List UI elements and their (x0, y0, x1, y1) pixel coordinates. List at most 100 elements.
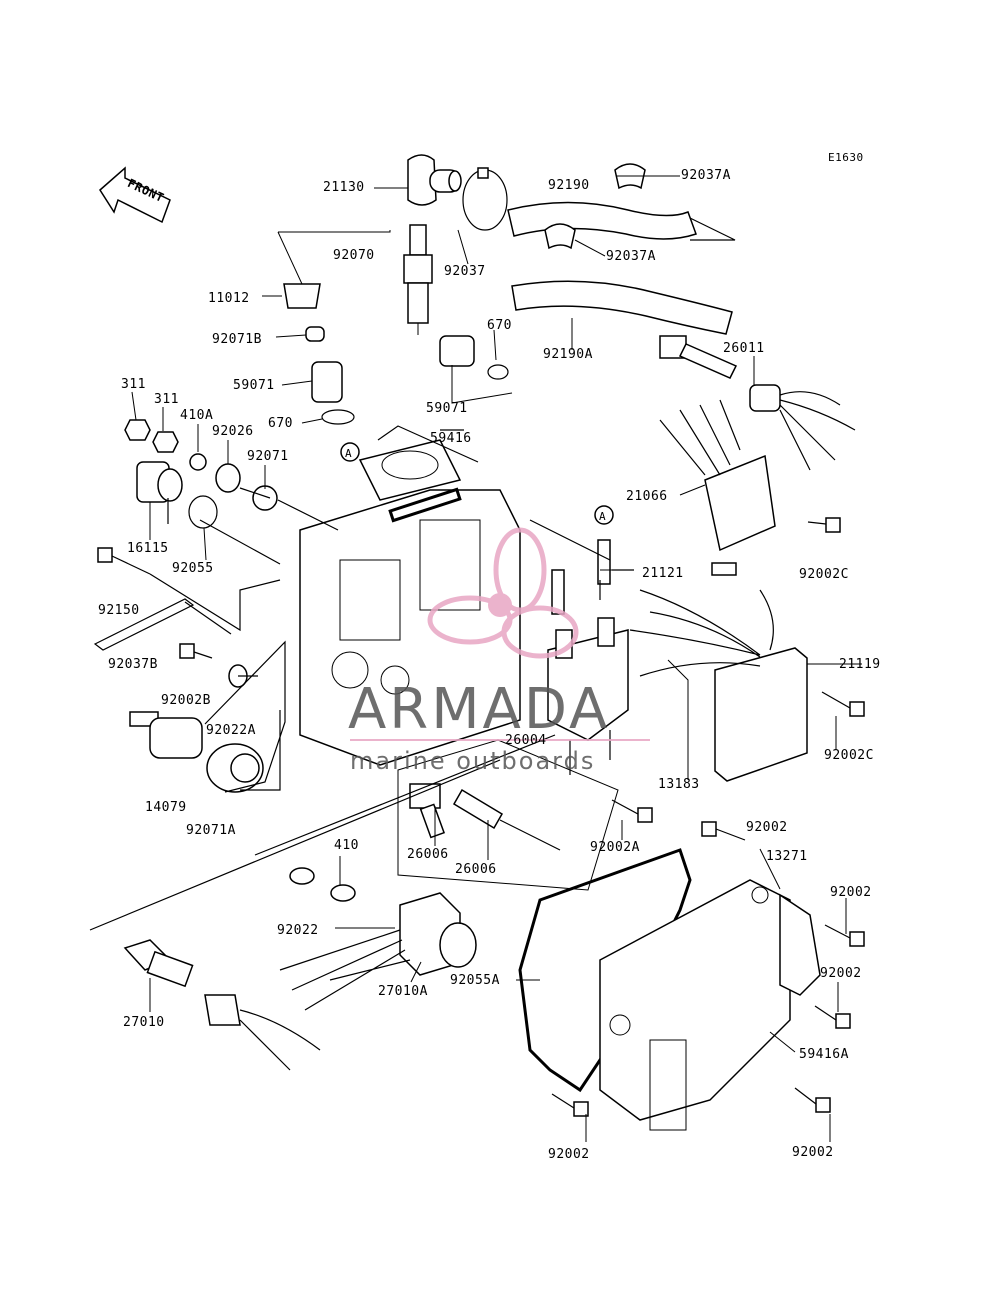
bolt-92150 (97, 547, 151, 575)
label-21130: 21130 (323, 180, 365, 195)
callout-a-left: A (340, 442, 360, 462)
tie-92037B (93, 598, 195, 651)
label-59416A: 59416A (799, 1047, 849, 1062)
label-26006-a: 26006 (407, 847, 449, 862)
label-311-a: 311 (121, 377, 146, 392)
bolt-92002C-top (807, 517, 841, 533)
front-arrow-icon: FRONT (99, 166, 171, 224)
sensor-box-26004 (397, 739, 619, 891)
label-92055A: 92055A (450, 973, 500, 988)
bolt-92002-d (551, 1093, 589, 1117)
svg-text:A: A (345, 447, 352, 460)
regulator-21066 (659, 399, 776, 552)
hose-92190A (511, 280, 733, 335)
part-labels: 21130 92190 92037A 92070 92037 92037A 11… (98, 168, 880, 1162)
o-ring-670-mid (321, 409, 355, 425)
bolt-92002-a (701, 821, 746, 841)
label-13271: 13271 (766, 849, 808, 864)
label-92022: 92022 (277, 923, 319, 938)
label-59416: 59416 (430, 431, 472, 446)
label-92002-c: 92002 (820, 966, 862, 981)
label-92150: 92150 (98, 603, 140, 618)
label-92037: 92037 (444, 264, 486, 279)
label-92071B: 92071B (212, 332, 262, 347)
sensor-27010 (123, 939, 321, 1071)
bolt-92002C-bottom (821, 691, 865, 717)
callout-a-right: A (594, 505, 614, 525)
washer-410-a (289, 867, 315, 885)
label-92071A: 92071A (186, 823, 236, 838)
boot-92071A (206, 743, 264, 793)
electric-case-59416 (299, 439, 521, 766)
washer-410A (189, 453, 207, 471)
label-92071: 92071 (247, 449, 289, 464)
label-92037A-mid: 92037A (606, 249, 656, 264)
bolt-92002A (611, 799, 653, 823)
cap-11012 (283, 283, 321, 309)
hose-clip-92037A-mid (544, 223, 576, 250)
washer-410-b (330, 884, 356, 902)
bolt-92002-b (824, 924, 865, 947)
watermark-brand: ARMADA (348, 677, 610, 742)
label-13183: 13183 (658, 777, 700, 792)
label-92037A-top: 92037A (681, 168, 731, 183)
label-92002B: 92002B (161, 693, 211, 708)
connector-26011 (659, 335, 856, 471)
label-16115: 16115 (127, 541, 169, 556)
plug-92071B (305, 326, 325, 342)
label-26011: 26011 (723, 341, 765, 356)
label-92002-e: 92002 (792, 1145, 834, 1160)
sensor-14079 (129, 711, 203, 759)
nut-311-b (152, 431, 179, 453)
label-27010: 27010 (123, 1015, 165, 1030)
fitting-59071-right (439, 335, 475, 367)
label-92190A: 92190A (543, 347, 593, 362)
grommet-92026 (215, 463, 241, 493)
hose-92190 (507, 201, 697, 240)
label-14079: 14079 (145, 800, 187, 815)
spark-plug (403, 224, 433, 335)
label-92026: 92026 (212, 424, 254, 439)
label-59071-right: 59071 (426, 401, 468, 416)
label-670-top: 670 (487, 318, 512, 333)
cover-59416A (599, 879, 791, 1131)
plate-13271 (779, 893, 821, 996)
label-59071-left: 59071 (233, 378, 275, 393)
label-92002-b: 92002 (830, 885, 872, 900)
watermark-logo: ARMADA marine outboards (348, 527, 650, 775)
label-26004: 26004 (505, 733, 547, 748)
label-92002C-top: 92002C (799, 567, 849, 582)
label-21121: 21121 (642, 566, 684, 581)
label-670-mid: 670 (268, 416, 293, 431)
cap-92071 (252, 485, 278, 511)
ignition-coil-21121 (547, 539, 629, 775)
nut-311-a (124, 419, 151, 441)
o-ring-92055 (188, 495, 218, 529)
label-92002C-bottom: 92002C (824, 748, 874, 763)
watermark-tagline: marine outboards (350, 747, 595, 775)
cdi-unit-21119 (629, 562, 808, 782)
label-311-b: 311 (154, 392, 179, 407)
hose-clamp-92037 (462, 167, 508, 231)
diagram-code: E1630 (828, 151, 864, 164)
label-11012: 11012 (208, 291, 250, 306)
label-92070: 92070 (333, 248, 375, 263)
label-410: 410 (334, 838, 359, 853)
label-27010A: 27010A (378, 984, 428, 999)
label-92037B: 92037B (108, 657, 158, 672)
bolt-92002-c (814, 1005, 851, 1029)
label-26006-b: 26006 (455, 862, 497, 877)
propeller-icon (427, 527, 579, 659)
label-92002-a: 92002 (746, 820, 788, 835)
bolt-92002B (179, 643, 213, 659)
label-92190: 92190 (548, 178, 590, 193)
label-92002-d: 92002 (548, 1147, 590, 1162)
bolt-92002-e (794, 1087, 831, 1113)
fitting-59071-left (311, 361, 343, 403)
label-21066: 21066 (626, 489, 668, 504)
spark-plug-cap (407, 154, 462, 206)
label-410A: 410A (180, 408, 213, 423)
label-92055: 92055 (172, 561, 214, 576)
fitting-16115 (136, 461, 183, 503)
